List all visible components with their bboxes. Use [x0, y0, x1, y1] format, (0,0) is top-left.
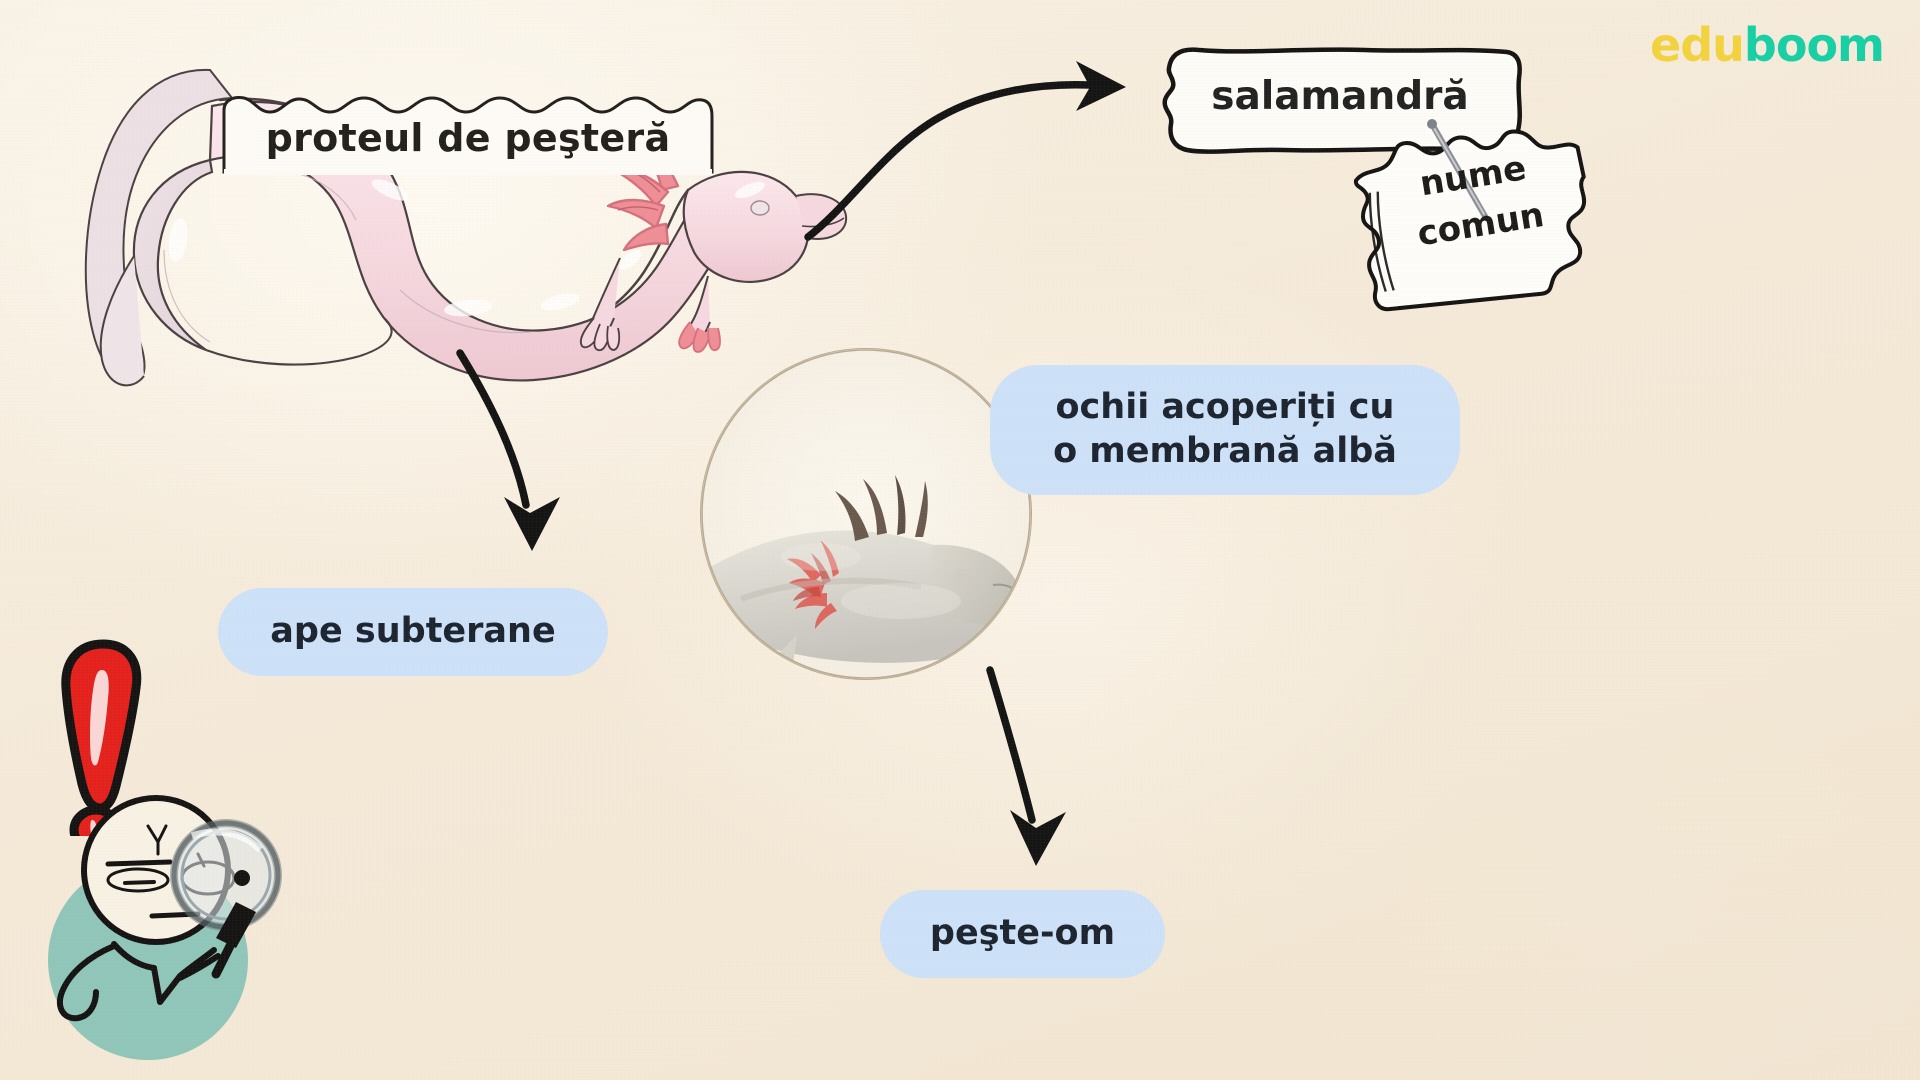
olm-cartoon-illustration [84, 68, 848, 387]
note-nume-comun: nume comun [1352, 118, 1602, 312]
label-proteul-de-pestera: proteul de peşteră [218, 88, 718, 178]
logo-boom: boom [1743, 18, 1885, 72]
logo-edu: edu [1650, 18, 1745, 72]
arrow-to-peste-om [986, 666, 1066, 866]
scientist-mascot [48, 795, 282, 1060]
bubble-ochii-acoperiti: ochii acoperiți cu o membrană albă [990, 365, 1460, 495]
label-proteus-text: proteul de peşteră [265, 116, 671, 160]
arrow-to-salamandra [804, 61, 1126, 241]
magnifying-glass-icon [170, 819, 282, 979]
bubble-eyes-line-2: o membrană albă [1053, 431, 1397, 471]
box-salamandra-text: salamandră [1211, 74, 1469, 119]
olm-photo-circle [700, 348, 1032, 680]
arrow-to-ape-subterane [456, 349, 560, 551]
bubble-eyes-line-1: ochii acoperiți cu [1055, 387, 1395, 428]
bubble-ape-subterane: ape subterane [218, 588, 608, 676]
bubble-peste-om: peşte-om [880, 890, 1165, 978]
